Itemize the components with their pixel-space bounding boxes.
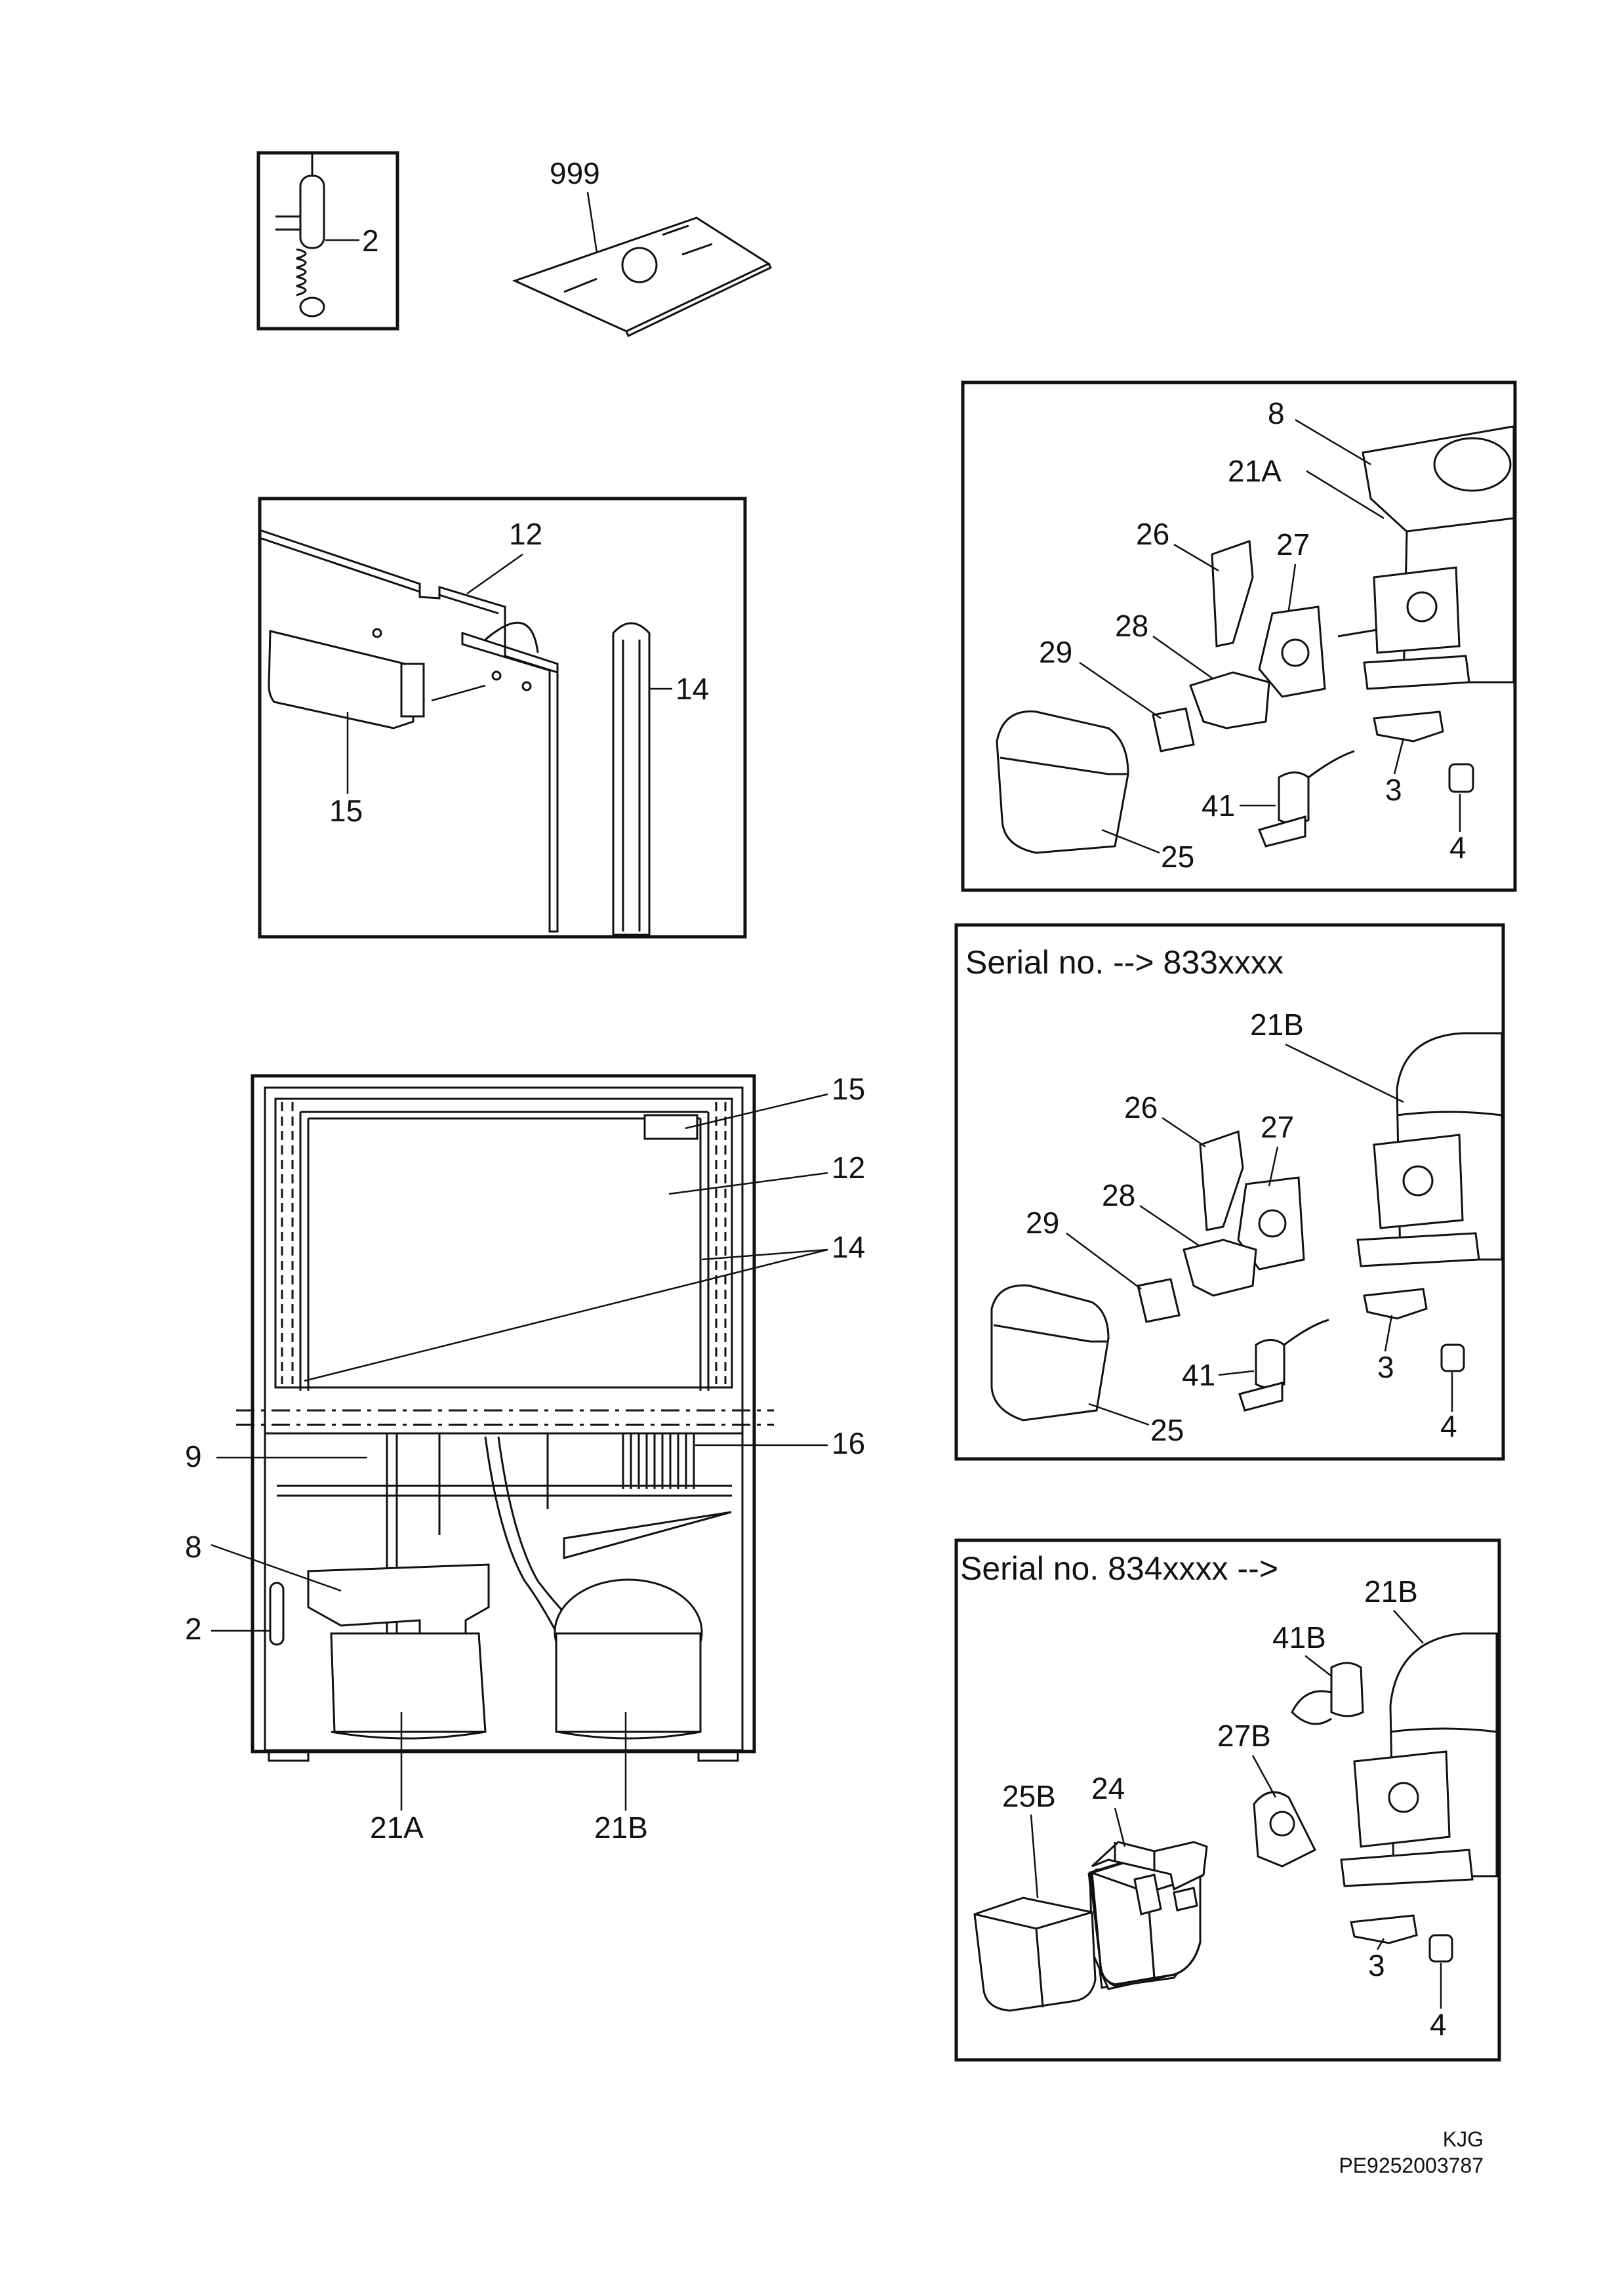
label-29: 29 (1039, 635, 1072, 669)
evaporator-plate-drawing (259, 529, 559, 933)
label-3: 3 (1368, 1948, 1385, 1982)
panel-serial-833: Serial no. --> 833xxxx 21B 26 27 (954, 923, 1505, 1461)
label-26: 26 (1124, 1090, 1158, 1124)
label-12: 12 (509, 517, 542, 551)
label-4: 4 (1430, 2007, 1447, 2041)
label-21B: 21B (594, 1811, 648, 1845)
compressor-21b-drawing (1356, 1032, 1503, 1267)
label-26: 26 (1136, 517, 1169, 551)
label-27: 27 (1261, 1110, 1294, 1144)
label-8: 8 (1268, 396, 1285, 430)
label-21A: 21A (1228, 454, 1282, 488)
panel-serial-834: Serial no. 834xxxx --> (954, 1538, 1501, 2062)
label-2: 2 (362, 224, 379, 258)
panel-door-detail: 12 14 15 (258, 497, 747, 939)
footer-code: KJG (1443, 2127, 1484, 2151)
grommet-4-drawing (1428, 1934, 1453, 1963)
label-4: 4 (1440, 1409, 1457, 1443)
drip-tray-drawing (268, 630, 425, 729)
label-25: 25 (1161, 840, 1194, 874)
label-14: 14 (676, 672, 709, 706)
label-8: 8 (185, 1530, 202, 1564)
label-28: 28 (1102, 1178, 1135, 1212)
panel-frame (961, 380, 1517, 892)
label-15: 15 (832, 1072, 865, 1106)
label-14: 14 (832, 1230, 865, 1264)
cabinet-drawing (236, 1074, 774, 1762)
label-999: 999 (550, 156, 600, 190)
bracket-3-drawing (1350, 1914, 1418, 1944)
label-29: 29 (1026, 1206, 1059, 1240)
label-41B: 41B (1272, 1620, 1326, 1654)
panel-title: Serial no. --> 833xxxx (965, 944, 1284, 981)
label-41: 41 (1182, 1358, 1215, 1392)
label-24: 24 (1091, 1771, 1125, 1805)
panel-sensor-detail: 2 (256, 151, 399, 331)
door-seal-drawing (612, 622, 651, 936)
relay-24-drawing (1091, 1841, 1208, 1916)
panel-frame (954, 1538, 1501, 2062)
label-25: 25 (1150, 1413, 1184, 1447)
label-21A: 21A (370, 1811, 424, 1845)
cabinet-assembly: 15 12 14 16 9 8 2 21A 21B (185, 1072, 865, 1845)
footer-doc-number: PE9252003787 (1339, 2154, 1484, 2177)
drawing-footer: KJG PE9252003787 (1339, 2127, 1484, 2177)
label-12: 12 (832, 1151, 865, 1185)
compressor-21b-drawing (1340, 1632, 1498, 1887)
label-21B: 21B (1250, 1008, 1304, 1042)
label-3: 3 (1385, 773, 1402, 807)
label-27B: 27B (1217, 1719, 1271, 1753)
label-4: 4 (1449, 830, 1466, 865)
panel-title: Serial no. 834xxxx --> (960, 1550, 1278, 1587)
instruction-manual: 999 (512, 156, 773, 338)
panel-frame (258, 497, 747, 939)
compressor-21a-drawing (1337, 425, 1515, 690)
label-25B: 25B (1002, 1779, 1056, 1813)
panel-compressor-21a: 8 21A 26 27 28 29 41 3 4 25 (961, 380, 1517, 892)
label-27: 27 (1276, 527, 1310, 562)
cover-25b-drawing (973, 1896, 1097, 2012)
label-41: 41 (1202, 789, 1235, 823)
label-3: 3 (1377, 1350, 1394, 1384)
label-2: 2 (185, 1612, 202, 1646)
sensor-drawing (275, 153, 325, 318)
label-9: 9 (185, 1439, 202, 1473)
relay-parts-drawing (996, 539, 1474, 854)
relay-parts-drawing (1087, 1662, 1364, 1990)
label-21B: 21B (1364, 1574, 1418, 1609)
label-28: 28 (1115, 609, 1148, 643)
panel-frame (256, 151, 399, 331)
panel-frame (954, 923, 1505, 1461)
label-15: 15 (329, 794, 363, 828)
label-16: 16 (832, 1426, 865, 1460)
relay-parts-drawing (990, 1130, 1465, 1422)
